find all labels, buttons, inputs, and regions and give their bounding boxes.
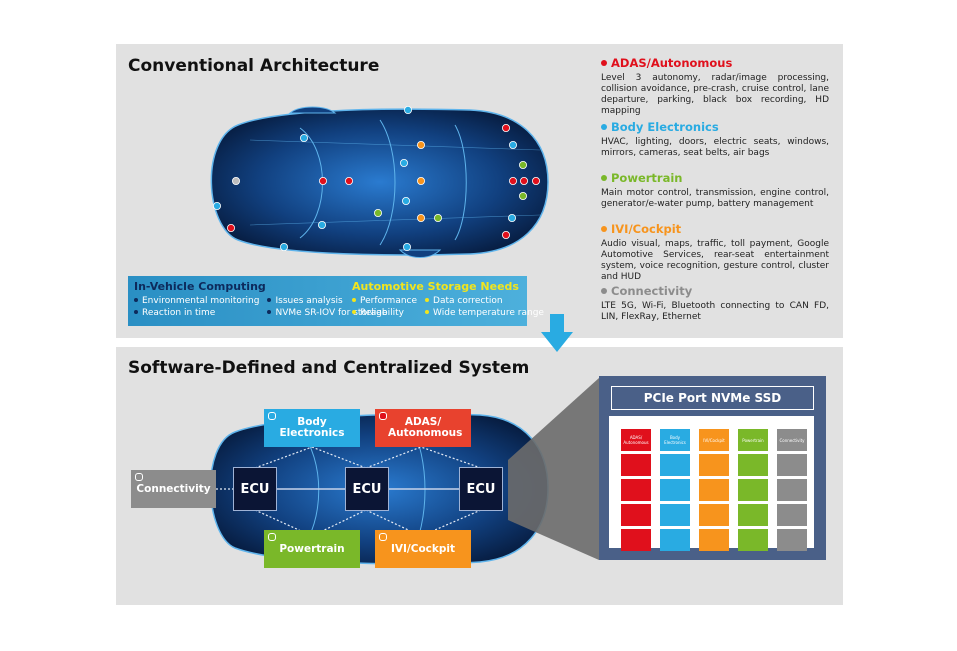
ssd-column-connectivity: Connectivity — [777, 429, 807, 551]
ssd-title: PCIe Port NVMe SSD — [611, 386, 814, 410]
ssd-column-ivi: IVI/Cockpit — [699, 429, 729, 551]
legend-adas: ADAS/Autonomous Level 3 autonomy, radar/… — [601, 56, 829, 116]
in-vehicle-heading: In-Vehicle Computing — [134, 280, 266, 293]
body-electronics-dot — [317, 220, 326, 229]
connectivity-box: Connectivity — [131, 470, 216, 508]
info-item: Performance — [352, 296, 417, 306]
adas-dot — [508, 176, 517, 185]
powertrain-dot — [373, 208, 382, 217]
adas-dot — [532, 176, 541, 185]
ivi-dot — [416, 176, 425, 185]
info-item: NVMe SR-IOV for storage — [267, 308, 387, 318]
adas-dot — [520, 176, 529, 185]
adas-dot — [344, 176, 353, 185]
body-electronics-dot — [212, 201, 221, 210]
powertrain-box: Powertrain — [264, 530, 360, 568]
connectivity-dot-icon — [601, 288, 607, 294]
ssd-column-powertrain: Powertrain — [738, 429, 768, 551]
adas-dot — [318, 176, 327, 185]
body-electronics-dot — [401, 196, 410, 205]
adas-dot — [501, 230, 510, 239]
body-electronics-dot — [402, 242, 411, 251]
legend-body-electronics: Body Electronics HVAC, lighting, doors, … — [601, 120, 829, 158]
powertrain-dot — [519, 160, 528, 169]
in-vehicle-computing: In-Vehicle Computing Environmental monit… — [134, 280, 387, 318]
body-electronics-dot — [279, 242, 288, 251]
adas-dot — [501, 124, 510, 133]
legend-connectivity: Connectivity LTE 5G, Wi-Fi, Bluetooth co… — [601, 284, 829, 322]
centralized-system-title: Software-Defined and Centralized System — [128, 358, 530, 378]
info-item: Reliability — [352, 308, 417, 318]
conventional-architecture-title: Conventional Architecture — [128, 56, 380, 76]
ivi-cockpit-box: IVI/Cockpit — [375, 530, 471, 568]
body-dot-icon — [601, 124, 607, 130]
info-bar: In-Vehicle Computing Environmental monit… — [128, 276, 544, 326]
pcie-nvme-ssd: PCIe Port NVMe SSD ADAS/ Autonomous Body… — [599, 376, 826, 560]
info-item: Wide temperature range — [425, 308, 544, 318]
powertrain-dot-icon — [601, 175, 607, 181]
body-electronics-dot — [507, 213, 516, 222]
body-electronics-dot — [508, 140, 517, 149]
adas-dot — [226, 223, 235, 232]
powertrain-dot — [433, 213, 442, 222]
legend-powertrain: Powertrain Main motor control, transmiss… — [601, 171, 829, 209]
adas-dot-icon — [601, 60, 607, 66]
ssd-column-adas: ADAS/ Autonomous — [621, 429, 651, 551]
info-item: Data correction — [425, 296, 544, 306]
ivi-dot — [416, 140, 425, 149]
ivi-dot-icon — [601, 226, 607, 232]
connectivity-dot — [231, 176, 240, 185]
body-electronics-dot — [399, 158, 408, 167]
info-item: Reaction in time — [134, 308, 259, 318]
adas-autonomous-box: ADAS/ Autonomous — [375, 409, 471, 447]
ecu-center: ECU — [345, 467, 389, 511]
ecu-left: ECU — [233, 467, 277, 511]
info-item: Issues analysis — [267, 296, 387, 306]
legend-ivi-cockpit: IVI/Cockpit Audio visual, maps, traffic,… — [601, 222, 829, 282]
body-electronics-box: Body Electronics — [264, 409, 360, 447]
down-arrow-icon — [541, 314, 573, 352]
powertrain-dot — [519, 191, 528, 200]
storage-heading: Automotive Storage Needs — [352, 280, 519, 293]
ivi-dot — [416, 213, 425, 222]
ssd-partitions: ADAS/ Autonomous Body Electronics IVI/Co… — [609, 416, 814, 551]
automotive-storage-needs: Automotive Storage Needs Performance Dat… — [352, 280, 544, 318]
body-electronics-dot — [299, 133, 308, 142]
body-electronics-dot — [403, 106, 412, 115]
info-item: Environmental monitoring — [134, 296, 259, 306]
ssd-column-body: Body Electronics — [660, 429, 690, 551]
ecu-right: ECU — [459, 467, 503, 511]
